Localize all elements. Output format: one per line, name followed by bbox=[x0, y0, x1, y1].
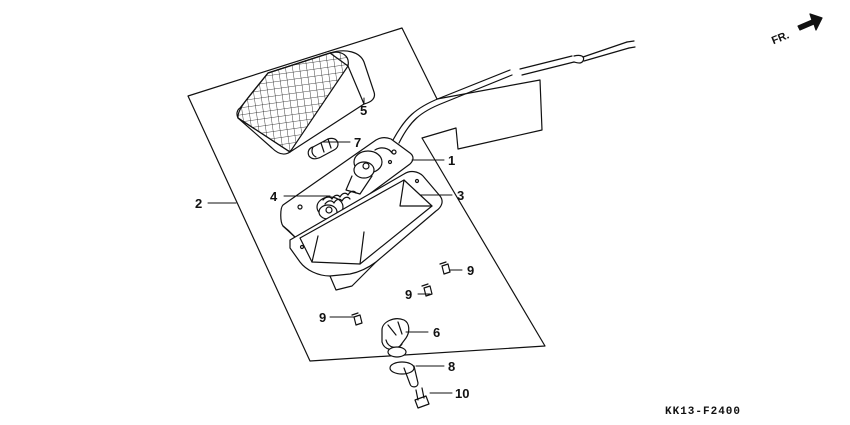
bolt bbox=[414, 387, 430, 409]
wire-harness bbox=[392, 40, 636, 144]
callout-6: 6 bbox=[433, 325, 441, 340]
screw-left bbox=[351, 312, 363, 326]
drawing-code: KK13-F2400 bbox=[665, 406, 742, 418]
callout-9-right: 9 bbox=[467, 263, 475, 278]
callout-4: 4 bbox=[270, 189, 278, 204]
housing-gasket bbox=[289, 170, 443, 291]
callout-9-left: 9 bbox=[319, 310, 327, 325]
callout-8: 8 bbox=[448, 359, 456, 374]
grommet bbox=[381, 318, 410, 358]
callout-10: 10 bbox=[455, 386, 470, 401]
leader-lines bbox=[207, 97, 463, 394]
bulb bbox=[307, 137, 339, 160]
screw-right bbox=[439, 261, 451, 275]
callout-5: 5 bbox=[360, 103, 368, 118]
callout-9-middle: 9 bbox=[405, 287, 413, 302]
callout-7: 7 bbox=[354, 135, 362, 150]
coil-wire bbox=[322, 190, 357, 205]
collar bbox=[389, 361, 419, 388]
callout-3: 3 bbox=[457, 188, 465, 203]
socket-upper bbox=[345, 147, 393, 195]
callout-2: 2 bbox=[195, 196, 203, 211]
callout-1: 1 bbox=[448, 153, 456, 168]
front-direction-arrow-icon bbox=[797, 13, 823, 31]
assembly-outline bbox=[187, 27, 546, 362]
taillight-lens bbox=[236, 50, 376, 155]
